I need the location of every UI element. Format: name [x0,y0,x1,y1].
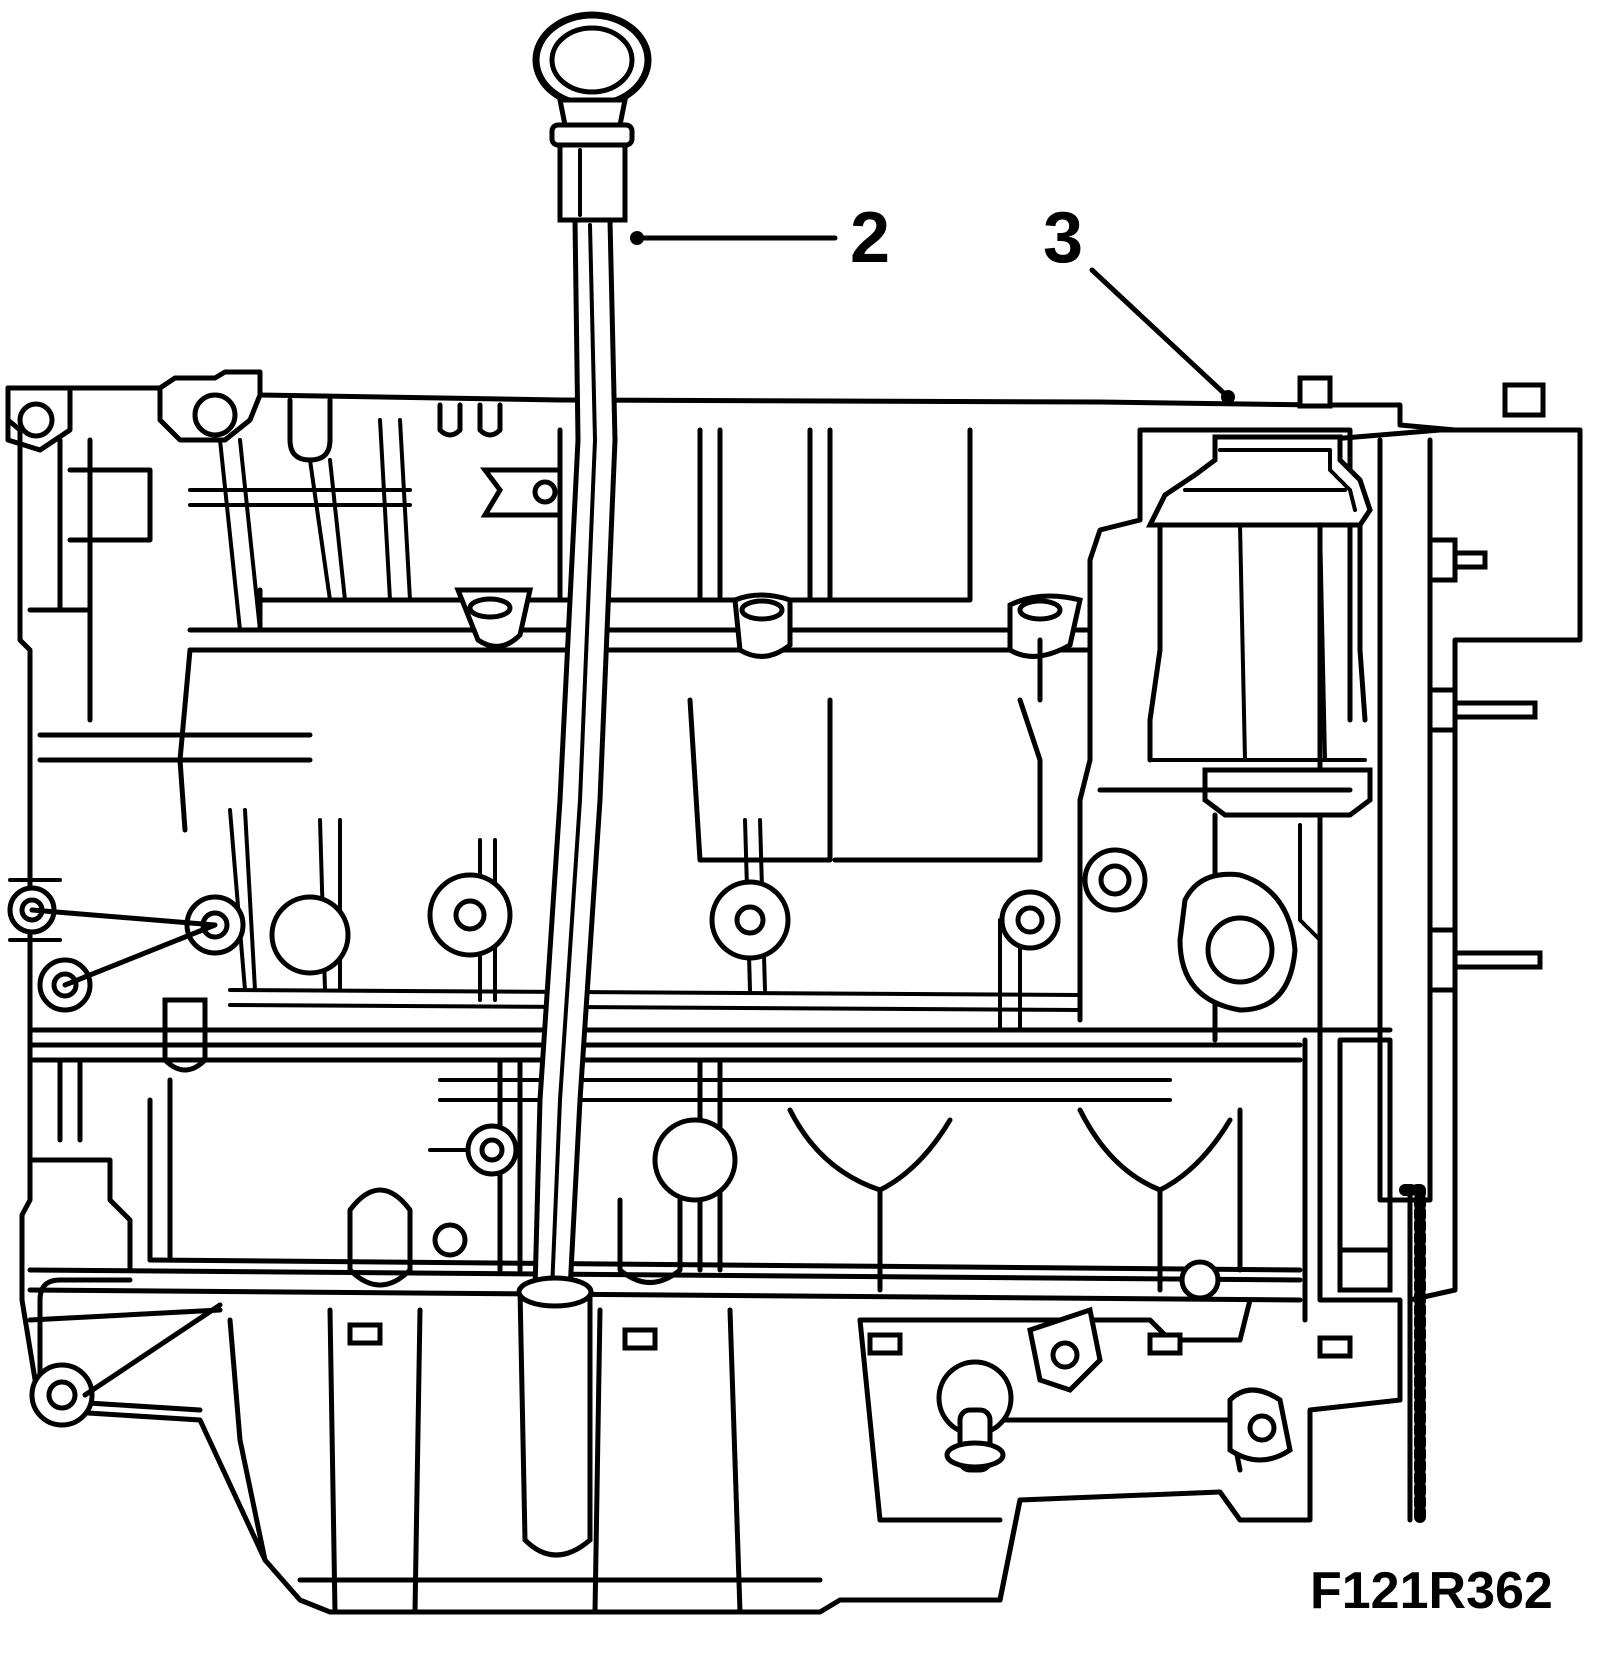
callout-3-dot [1221,390,1235,404]
rail-bosses [454,587,1083,659]
right-plate-studs [1297,437,1543,1526]
oil-filter-housing [1077,427,1373,1043]
callout-3-label: 3 [1043,198,1083,278]
figure-reference-code: F121R362 [1310,1562,1553,1620]
mid-bolt-bosses [7,872,1061,1073]
block-lower [27,1057,1243,1301]
oil-sump [27,1277,1353,1615]
dipstick-guide-tube [516,11,652,1558]
callout-3: 3 [1043,198,1235,404]
block-ribs [27,627,1303,1303]
callout-2-label: 2 [850,198,890,278]
callout-3-leader [1089,267,1231,400]
block-panels-upper [27,418,973,723]
callout-2: 2 [630,198,890,278]
ring-gear-teeth [1399,1184,1426,1526]
